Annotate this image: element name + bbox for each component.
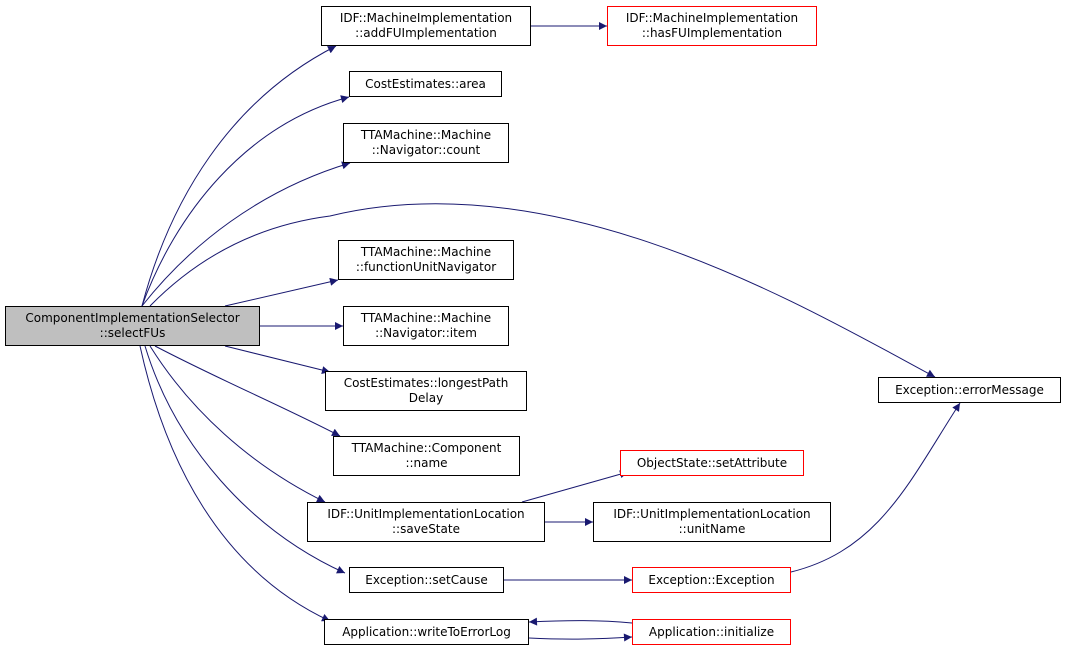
node-label-line-1: IDF::MachineImplementation <box>339 11 513 25</box>
edge-exception-to-errmsg <box>790 402 961 573</box>
node-label-line-1: IDF::MachineImplementation <box>625 11 799 25</box>
node-label-line-2: Delay <box>408 391 444 405</box>
edge-root-to-area <box>141 95 350 307</box>
node-label-line-2: ::addFUImplementation <box>355 26 497 40</box>
node-label-line-1: IDF::UnitImplementationLocation <box>613 507 811 521</box>
node-label-line-1: Exception::setCause <box>365 572 488 587</box>
node-navigator-item[interactable]: TTAMachine::Machine ::Navigator::item <box>343 306 509 346</box>
node-label-line-2: ::saveState <box>392 522 460 536</box>
node-label-line-2: ::hasFUImplementation <box>641 26 783 40</box>
node-label-line-2: ::unitName <box>678 522 746 536</box>
node-label-line-1: TTAMachine::Component <box>351 441 502 455</box>
node-label-line-1: CostEstimates::area <box>365 76 486 91</box>
node-label-line-1: ObjectState::setAttribute <box>636 455 788 470</box>
edge-root-to-count <box>141 161 351 307</box>
node-unit-implementation-location-unit-name[interactable]: IDF::UnitImplementationLocation ::unitNa… <box>593 502 831 542</box>
node-navigator-count[interactable]: TTAMachine::Machine ::Navigator::count <box>343 123 509 163</box>
node-machine-implementation-add-fu-implementation[interactable]: IDF::MachineImplementation ::addFUImplem… <box>321 6 531 46</box>
node-label-line-1: IDF::UnitImplementationLocation <box>327 507 525 521</box>
edge-savestate-to-setattr <box>521 470 629 503</box>
edge-root-to-writelog <box>139 345 331 622</box>
node-label-line-1: Exception::errorMessage <box>895 382 1044 397</box>
node-unit-implementation-location-save-state[interactable]: IDF::UnitImplementationLocation ::saveSt… <box>307 502 545 542</box>
node-cost-estimates-area[interactable]: CostEstimates::area <box>349 71 502 97</box>
node-label-line-2: ::Navigator::count <box>371 143 481 157</box>
node-object-state-set-attribute[interactable]: ObjectState::setAttribute <box>620 450 804 476</box>
node-application-initialize[interactable]: Application::initialize <box>632 619 791 645</box>
node-label-line-1: TTAMachine::Machine <box>360 311 492 325</box>
node-machine-function-unit-navigator[interactable]: TTAMachine::Machine ::functionUnitNaviga… <box>338 240 514 280</box>
edge-root-to-savestate <box>149 345 326 503</box>
node-component-implementation-selector-select-fus: ComponentImplementationSelector ::select… <box>5 306 260 346</box>
node-label-line-1: TTAMachine::Machine <box>360 128 492 142</box>
node-label-line-2: ::functionUnitNavigator <box>355 260 497 274</box>
node-label-line-1: Application::writeToErrorLog <box>342 624 511 639</box>
edge-root-to-setcause <box>144 345 346 574</box>
node-exception-set-cause[interactable]: Exception::setCause <box>349 567 504 593</box>
edge-root-to-funav <box>224 277 339 307</box>
edge-root-to-errmsg <box>149 203 936 378</box>
node-label-line-1: TTAMachine::Machine <box>360 245 492 259</box>
node-label-line-1: Exception::Exception <box>648 572 775 587</box>
node-label-line-2: ::selectFUs <box>99 326 166 340</box>
edge-root-to-longest <box>224 345 331 374</box>
edge-appinit-to-writelog <box>528 617 633 626</box>
node-component-name[interactable]: TTAMachine::Component ::name <box>333 436 520 476</box>
edge-writelog-to-appinit <box>528 633 633 642</box>
node-exception-error-message[interactable]: Exception::errorMessage <box>878 377 1061 403</box>
node-machine-implementation-has-fu-implementation[interactable]: IDF::MachineImplementation ::hasFUImplem… <box>607 6 817 46</box>
edge-root-to-compname <box>154 345 341 437</box>
edge-root-to-addfu <box>141 45 337 307</box>
node-label-line-1: ComponentImplementationSelector <box>25 311 240 325</box>
node-exception-constructor[interactable]: Exception::Exception <box>632 567 791 593</box>
node-label-line-1: Application::initialize <box>648 624 775 639</box>
node-label-line-1: CostEstimates::longestPath <box>343 376 509 390</box>
node-cost-estimates-longest-path-delay[interactable]: CostEstimates::longestPath Delay <box>325 371 527 411</box>
node-application-write-to-error-log[interactable]: Application::writeToErrorLog <box>324 619 529 645</box>
node-label-line-2: ::Navigator::item <box>375 326 477 340</box>
node-label-line-2: ::name <box>405 456 448 470</box>
